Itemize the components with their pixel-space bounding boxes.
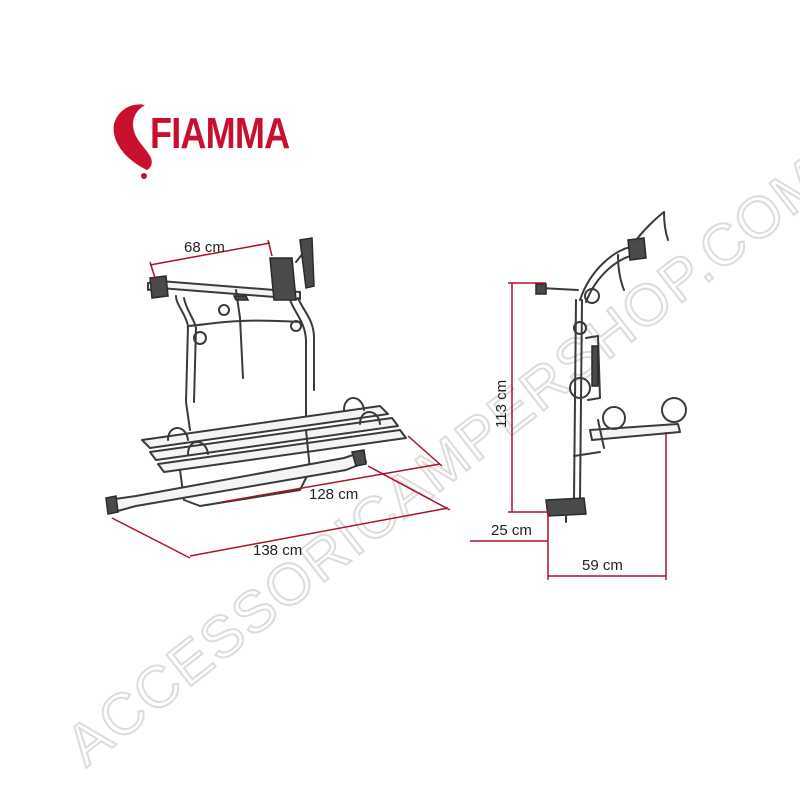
dimension-label-rail-length: 128 cm [309, 486, 358, 503]
fiamma-logo-mark [113, 104, 152, 179]
dimension-lines-left [111, 239, 451, 559]
dimension-label-top-width: 68 cm [184, 239, 225, 256]
dimension-label-total-length: 138 cm [253, 542, 302, 559]
bike-rack-rear-view [105, 237, 407, 515]
dimension-label-base-offset: 25 cm [491, 522, 532, 539]
dimension-label-height: 113 cm [493, 380, 510, 428]
brand-wordmark: FIAMMA [150, 109, 290, 158]
dimension-label-depth: 59 cm [582, 557, 623, 574]
dimension-lines-right [470, 282, 667, 580]
bike-rack-side-view [535, 211, 687, 523]
